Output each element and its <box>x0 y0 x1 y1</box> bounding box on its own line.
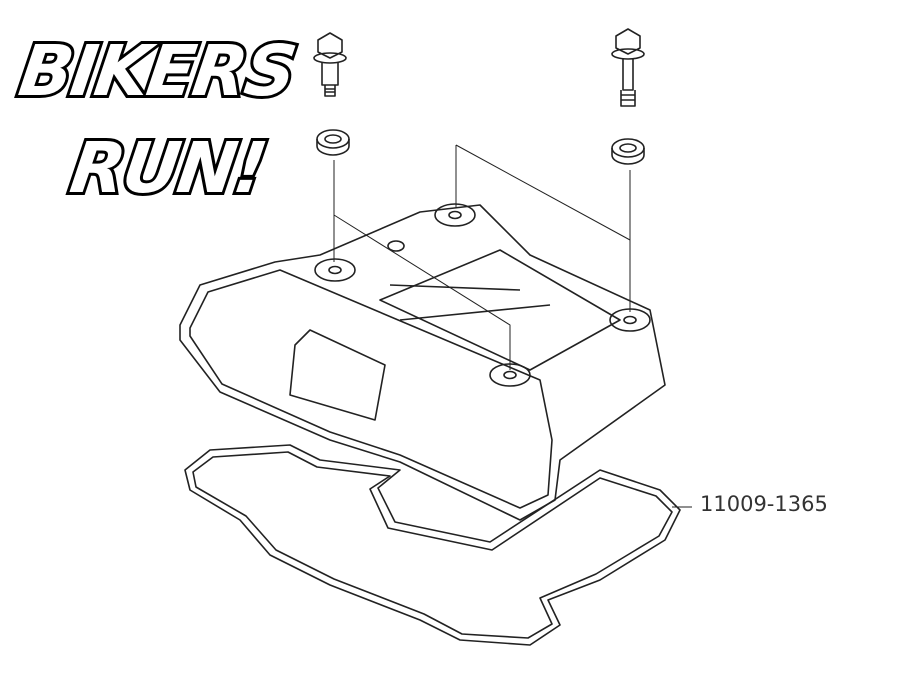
bolt-right <box>611 28 645 107</box>
bolt-left <box>313 32 347 97</box>
logo-line2: RUN! <box>66 127 271 209</box>
part-number-label: 11009-1365 <box>700 492 828 516</box>
logo: BIKERS RUN! <box>11 27 302 212</box>
valve-cover <box>179 203 666 521</box>
logo-line1: BIKERS <box>14 30 299 112</box>
washer-right <box>611 138 645 165</box>
leader-lines <box>333 144 631 370</box>
washer-left <box>316 129 350 156</box>
gasket <box>184 444 692 646</box>
